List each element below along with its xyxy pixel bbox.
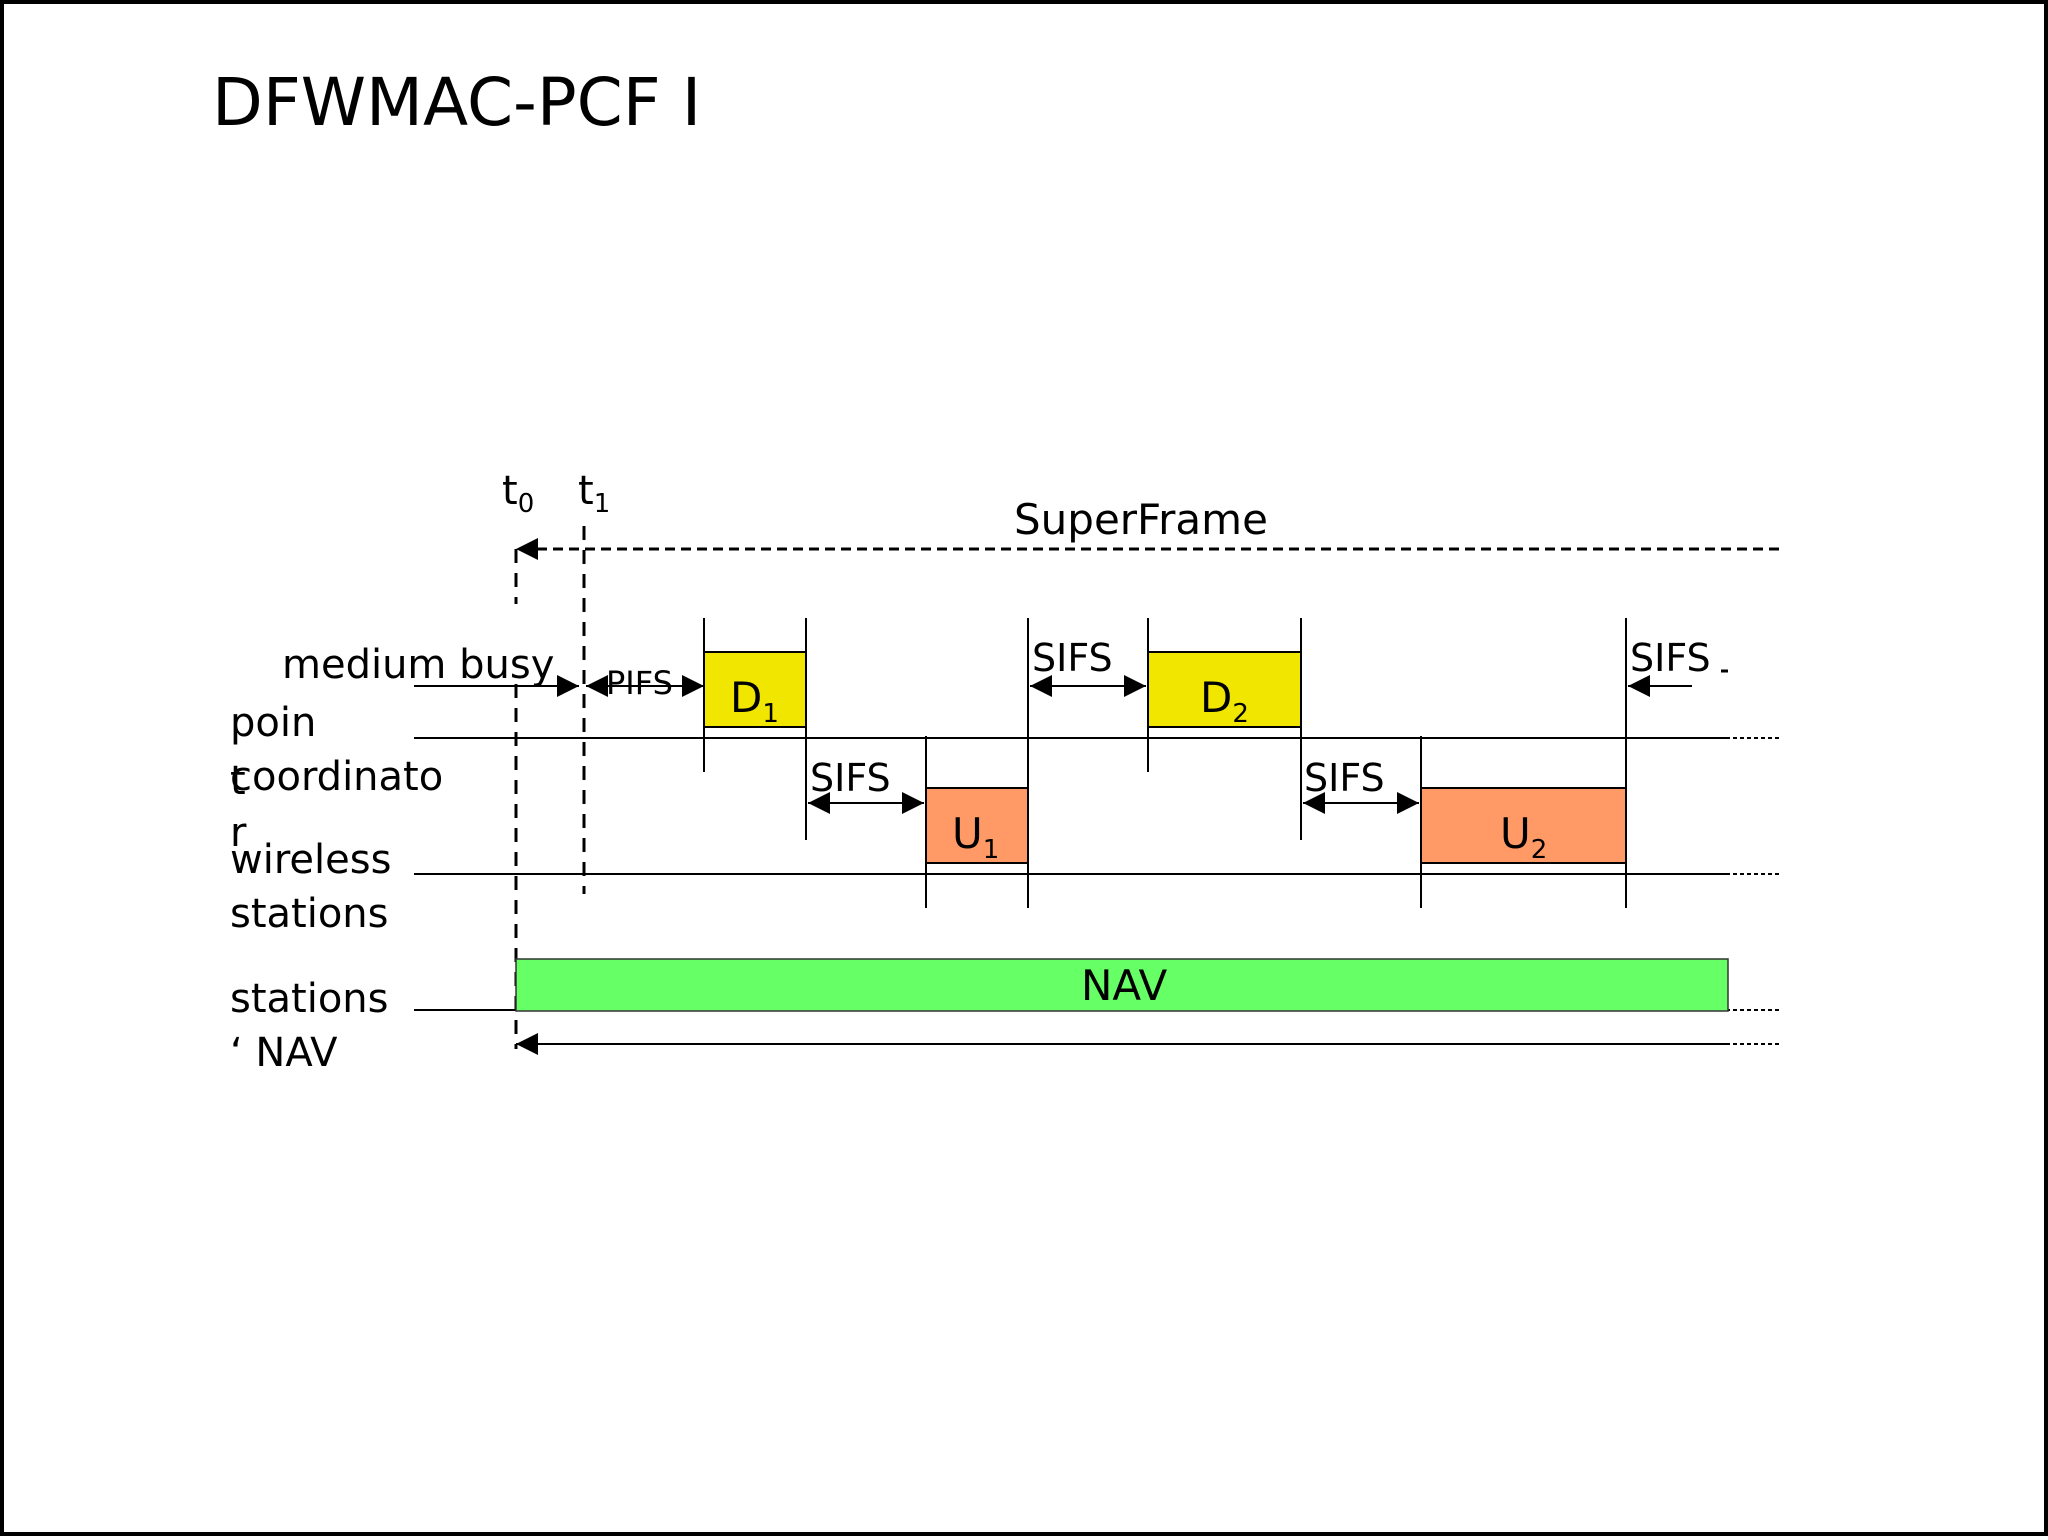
slide-title: DFWMAC-PCF I — [212, 64, 702, 141]
wireless-stations-label-line-2: stations — [230, 891, 389, 937]
point-coordinator-label-line-1: poin — [230, 700, 317, 746]
sifs-label-2: SIFS — [1032, 636, 1113, 680]
point-coordinator-label-line-2: t — [230, 758, 246, 804]
point-coordinator-label-line-3: coordinato — [230, 754, 444, 800]
d2-label: D2 — [1200, 673, 1249, 729]
d2-frame — [1147, 651, 1302, 728]
superframe-label: SuperFrame — [1014, 495, 1268, 544]
wireless-stations-label-line-1: wireless — [230, 837, 392, 883]
point-coordinator-label-line-4: r — [230, 810, 247, 856]
pifs-label: PIFS — [606, 664, 673, 702]
stations-nav-label-line-2: ‘ NAV — [230, 1030, 338, 1076]
d1-frame — [703, 651, 807, 728]
pcf-timing-diagram: t0 t1 SuperFrame medium busy PIFS — [282, 468, 1779, 1055]
medium-busy-label: medium busy — [282, 642, 554, 688]
sifs-label-3: SIFS — [1304, 756, 1385, 800]
wireless-stations-label: wireless stations — [230, 838, 391, 936]
u2-label: U2 — [1500, 809, 1547, 865]
nav-bar — [515, 958, 1729, 1012]
stations-nav-label: stations ‘ NAV — [230, 977, 389, 1075]
nav-label: NAV — [1081, 961, 1167, 1010]
point-coordinator-label: poin t coordinato r — [230, 700, 443, 855]
t0-label: t0 — [502, 468, 534, 519]
u1-label: U1 — [952, 809, 999, 865]
d1-label: D1 — [730, 673, 779, 729]
u2-frame — [1420, 787, 1627, 864]
t1-label: t1 — [578, 468, 610, 519]
u1-frame — [925, 787, 1029, 864]
stations-nav-label-line-1: stations — [230, 976, 389, 1022]
sifs-label-1: SIFS — [810, 756, 891, 800]
sifs-label-4: SIFS — [1630, 636, 1711, 680]
